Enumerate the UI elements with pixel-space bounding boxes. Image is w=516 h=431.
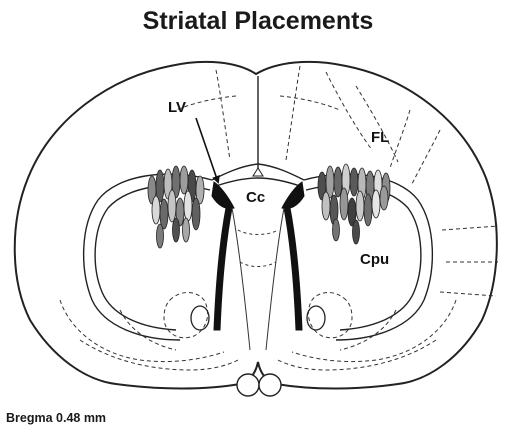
label-fl: FL xyxy=(371,129,389,146)
placement-marker xyxy=(380,186,388,210)
placement-marker xyxy=(180,166,188,194)
label-cc: Cc xyxy=(246,189,265,206)
label-cpu: Cpu xyxy=(360,251,389,268)
placement-marker xyxy=(334,167,342,197)
placement-marker xyxy=(192,198,200,230)
left-placement-cluster xyxy=(148,166,204,248)
bregma-caption: Bregma 0.48 mm xyxy=(6,410,106,426)
placement-marker xyxy=(322,192,330,220)
midline-notch xyxy=(253,168,263,176)
placement-marker xyxy=(183,218,190,242)
label-lv: LV xyxy=(168,99,186,116)
septum xyxy=(232,208,284,350)
placement-marker xyxy=(350,168,358,196)
basal-structures xyxy=(60,293,456,371)
placement-marker xyxy=(173,218,180,242)
right-placement-cluster xyxy=(318,164,390,244)
placement-marker xyxy=(168,190,176,222)
placement-marker xyxy=(184,191,192,221)
placement-marker xyxy=(353,220,360,244)
placement-marker xyxy=(372,190,380,218)
placement-marker xyxy=(340,188,348,220)
placement-marker xyxy=(152,196,160,224)
optic-chiasm xyxy=(237,374,281,396)
placement-marker xyxy=(364,194,372,226)
placement-marker xyxy=(356,191,364,221)
placement-marker xyxy=(333,219,340,241)
anterior-commissure xyxy=(191,306,325,330)
lv-arrow xyxy=(196,118,218,182)
placement-marker xyxy=(157,224,164,248)
